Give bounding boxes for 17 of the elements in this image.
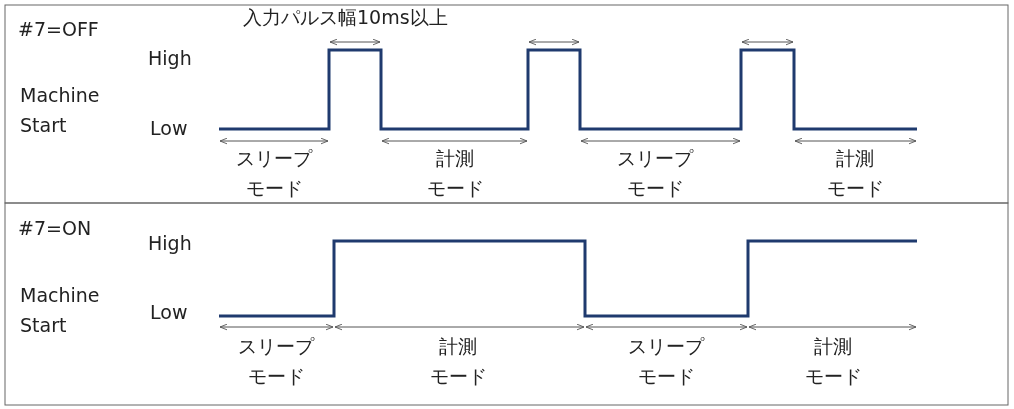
level-label: Low [150, 300, 188, 325]
panel-label: #7=OFF [18, 17, 99, 42]
dimension-label: 入力パルス幅10ms以上 [243, 5, 448, 30]
signal-label: Machine Start [20, 283, 101, 338]
mode-label: スリープモード [236, 146, 312, 201]
mode-label: 計測モード [826, 146, 884, 201]
mode-label: スリープモード [617, 146, 693, 201]
panel-label: #7=ON [18, 216, 92, 241]
mode-label: 計測モード [426, 146, 484, 201]
mode-label: スリープモード [628, 334, 704, 389]
mode-label: 計測モード [804, 334, 862, 389]
mode-label: スリープモード [238, 334, 314, 389]
mode-label: 計測モード [429, 334, 487, 389]
level-label: High [148, 46, 192, 71]
level-label: Low [150, 116, 188, 141]
signal-label: Machine Start [20, 83, 101, 138]
level-label: High [148, 231, 192, 256]
